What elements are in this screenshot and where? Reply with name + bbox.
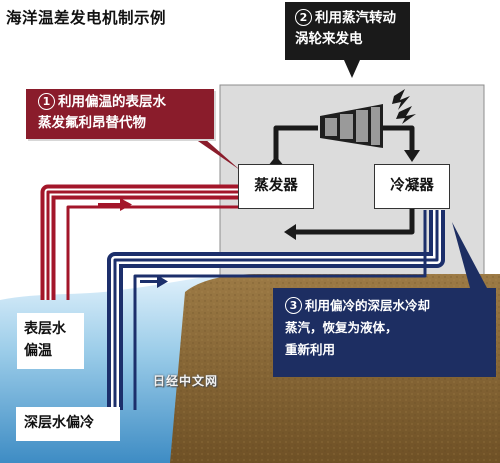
callout-text: 利用蒸汽转动 涡轮来发电	[295, 10, 396, 47]
watermark: 日经中文网	[153, 374, 219, 388]
cycle-arrow-head-down	[404, 150, 420, 162]
evaporator-node: 蒸发器	[238, 164, 314, 209]
warm-water-pipe	[40, 184, 238, 300]
cycle-arrow-head-left	[284, 224, 296, 240]
turbine-icon	[320, 104, 383, 148]
callout2-box	[285, 2, 410, 78]
step-number: 1	[38, 93, 55, 110]
warm-flow-arrow	[98, 198, 132, 211]
condenser-node: 冷凝器	[374, 164, 450, 209]
cold-flow-arrow	[140, 275, 168, 288]
callout-text: 利用偏冷的深层水冷却 蒸汽，恢复为液体， 重新利用	[285, 298, 431, 357]
callout-text: 利用偏温的表层水 蒸发氟利昂替代物	[38, 94, 166, 131]
cold-water-pipe	[107, 210, 445, 410]
deep-water-label: 深层水偏冷	[16, 407, 120, 441]
lightning-icon	[392, 89, 416, 124]
page-title: 海洋温差发电机制示例	[6, 9, 167, 27]
surface-water-label: 表层水 偏温	[17, 313, 84, 369]
step-number: 2	[295, 9, 312, 26]
step-number: 3	[285, 297, 302, 314]
cycle-arrow-head-up	[268, 156, 284, 166]
working-fluid-cycle	[273, 125, 415, 235]
